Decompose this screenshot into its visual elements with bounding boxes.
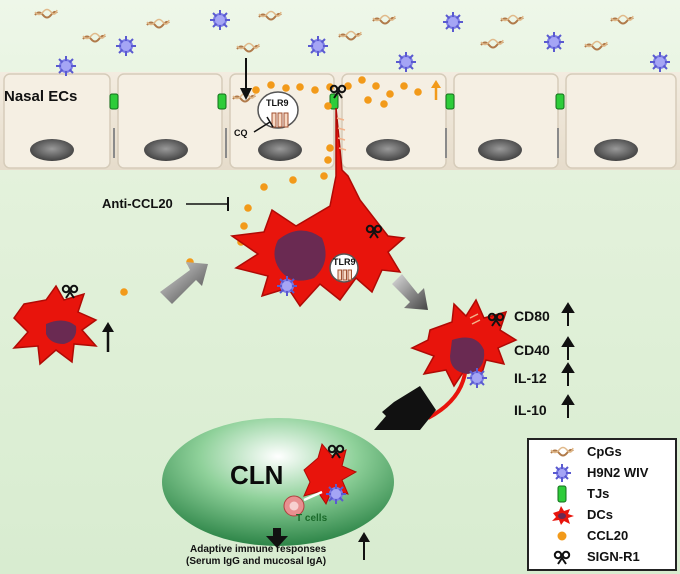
cq-inhibition (253, 116, 274, 133)
t-cells-label: T cells (296, 513, 328, 524)
dendritic-cell-icon (552, 506, 574, 525)
epithelial-nuclei (30, 139, 638, 161)
legend-item-h9n2: H9N2 WIV (529, 463, 675, 483)
adaptive-response-line2: (Serum IgG and mucosal IgA) (186, 556, 327, 567)
marker-up-arrows (561, 302, 575, 418)
marker-cd80: CD80 (514, 308, 550, 324)
cln-output-arrow (266, 528, 288, 548)
legend-item-ccl20: CCL20 (529, 526, 675, 546)
legend-label-h9n2: H9N2 WIV (587, 465, 649, 480)
immature-dc-up-arrow (102, 322, 114, 352)
flow-arrow-2 (392, 274, 428, 310)
legend: CpGs H9N2 WIV TJs DCs CCL20 SIGN-R1 (527, 438, 677, 571)
adaptive-arrow-shape (358, 532, 370, 560)
legend-item-dcs: DCs (529, 505, 675, 525)
h9n2-wiv-icon (553, 464, 571, 482)
adaptive-response-line1: Adaptive immune responses (190, 544, 327, 555)
legend-label-ccl20: CCL20 (587, 528, 629, 543)
marker-cd40: CD40 (514, 342, 550, 358)
ccl20-gradient (120, 172, 328, 296)
flow-arrow-1 (160, 262, 208, 304)
tlr9-dc-label: TLR9 (333, 257, 356, 267)
ccl20-secretion (252, 76, 422, 164)
legend-label-tjs: TJs (587, 486, 610, 501)
cpg-icon (550, 446, 574, 457)
ccl20-up-arrow (431, 80, 441, 100)
legend-label-cpgs: CpGs (587, 444, 622, 459)
legend-label-sign-r1: SIGN-R1 (587, 549, 640, 564)
tlr9-epithelial-label: TLR9 (266, 98, 289, 108)
tight-junction-icon (557, 485, 567, 503)
marker-il12: IL-12 (514, 370, 547, 386)
ccl20-icon (557, 531, 567, 541)
legend-label-dcs: DCs (587, 507, 614, 522)
flow-arrow-3 (374, 386, 436, 430)
cln-label: CLN (230, 460, 284, 490)
marker-il10: IL-10 (514, 402, 547, 418)
legend-item-tjs: TJs (529, 484, 675, 504)
dendritic-cell-immature (12, 284, 98, 366)
cq-label: CQ (234, 128, 248, 138)
h9n2-viruses (55, 9, 671, 77)
dendritic-cell-migrating (229, 84, 406, 308)
legend-item-cpgs: CpGs (529, 442, 675, 462)
cpg-uptake-arrow (240, 58, 252, 100)
dendritic-cell-mature (410, 298, 518, 420)
sign-r1-icon (553, 550, 571, 565)
tight-junctions (109, 93, 565, 110)
anti-ccl20-block (186, 197, 229, 211)
cervical-lymph-node (162, 418, 394, 546)
anti-ccl20-label: Anti-CCL20 (102, 196, 173, 211)
nasal-ecs-label: Nasal ECs (4, 88, 78, 105)
legend-item-sign-r1: SIGN-R1 (529, 547, 675, 567)
